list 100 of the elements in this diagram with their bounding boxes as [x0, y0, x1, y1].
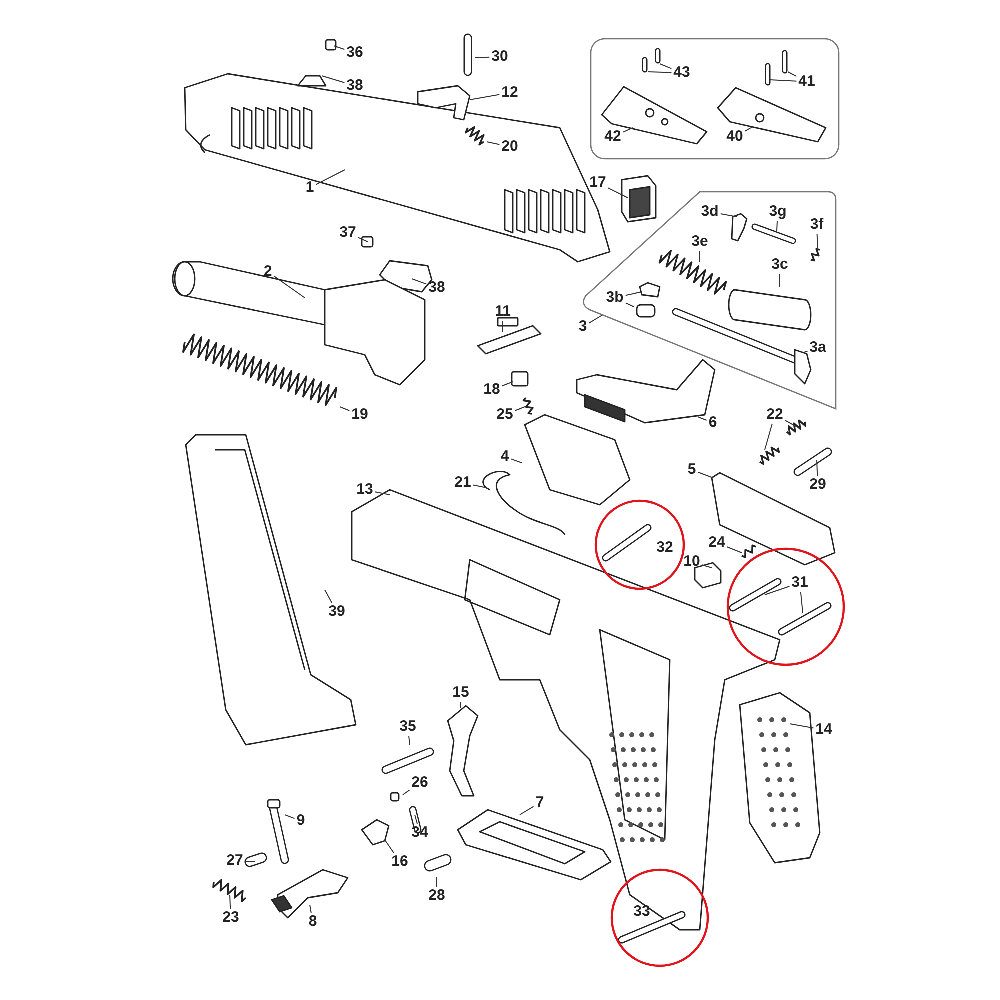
leader-line [470, 94, 500, 100]
callout-number: 3e [692, 234, 708, 250]
callout-number: 3 [578, 319, 588, 335]
leader-line [502, 320, 504, 332]
leader-line [720, 214, 738, 218]
callout-number: 1 [306, 180, 314, 196]
callout-number: 28 [428, 888, 446, 904]
leader-line [770, 80, 798, 82]
callout-number: 19 [352, 407, 368, 423]
leader-line [816, 234, 818, 252]
leader-line [460, 702, 462, 708]
leader-line [510, 458, 522, 464]
callout-number: 3d [701, 204, 719, 220]
leader-line [764, 424, 773, 450]
callout-number: 7 [536, 795, 544, 811]
callout-number: 20 [502, 139, 518, 155]
leader-line [800, 592, 804, 614]
leader-line [474, 56, 490, 58]
leader-line [622, 128, 634, 133]
leader-line [698, 472, 714, 478]
callout-number: 29 [810, 477, 826, 493]
leader-line [472, 484, 488, 488]
leader-line [284, 814, 296, 820]
leader-line [514, 406, 526, 412]
leader-line [660, 64, 672, 70]
leader-line [334, 46, 346, 50]
leader-line [816, 460, 818, 476]
callout-number: 16 [392, 854, 408, 870]
leader-line [412, 278, 428, 285]
callout-number: 6 [708, 415, 718, 431]
callout-number: 25 [496, 407, 514, 423]
leader-line [502, 382, 514, 387]
callout-number: 42 [604, 129, 622, 145]
callout-number: 40 [726, 129, 744, 145]
callout-number: 5 [688, 462, 696, 478]
leader-line [790, 724, 814, 729]
callout-number: 3f [810, 217, 824, 233]
leader-line [788, 72, 798, 78]
leader-line [608, 188, 628, 198]
callout-number: 2 [264, 264, 272, 280]
callout-number: 36 [346, 45, 364, 61]
callout-number: 37 [340, 225, 356, 241]
leader-line [384, 840, 394, 854]
callout-number: 38 [428, 280, 446, 296]
callout-number: 4 [500, 449, 510, 465]
leader-line [244, 861, 256, 862]
callout-number: 43 [674, 65, 690, 81]
callout-number: 26 [412, 775, 428, 791]
leader-line [274, 276, 306, 298]
leader-line [776, 220, 778, 232]
leader-line [436, 876, 438, 888]
leader-line [698, 416, 708, 421]
callout-number: 39 [328, 604, 346, 620]
leader-line [588, 314, 604, 324]
callout-number: 13 [356, 482, 374, 498]
callout-number: 38 [346, 78, 364, 94]
callout-number: 15 [452, 685, 470, 701]
leader-line [310, 904, 312, 914]
callout-number: 3g [769, 204, 787, 220]
leader-line [340, 406, 350, 412]
leader-line [702, 564, 712, 568]
leader-line [648, 72, 672, 74]
leader-line [784, 420, 798, 428]
callout-number: 21 [454, 475, 472, 491]
leader-line [374, 492, 390, 496]
callout-number: 31 [792, 575, 808, 591]
callout-number: 11 [495, 304, 511, 320]
leader-line [316, 170, 346, 186]
callout-number: 3a [810, 340, 826, 356]
callout-number: 18 [484, 382, 500, 398]
leader-line [324, 590, 333, 604]
leader-line [230, 894, 232, 910]
leader-line [402, 790, 410, 796]
leader-line [744, 126, 754, 132]
leader-line [625, 302, 634, 308]
callout-number: 12 [502, 85, 518, 101]
leader-line [486, 142, 500, 146]
callout-number: 3c [772, 257, 788, 273]
callout-number: 9 [296, 813, 306, 829]
leader-line [764, 586, 790, 596]
callout-number: 23 [222, 910, 240, 926]
callout-number: 41 [798, 74, 816, 90]
callout-number: 27 [226, 853, 244, 869]
callout-number: 32 [656, 540, 674, 556]
callout-number: 17 [590, 175, 606, 191]
leader-line [408, 736, 410, 746]
leader-line [358, 237, 368, 242]
callout-number: 3b [606, 290, 624, 306]
callout-number: 35 [400, 719, 416, 735]
leader-line [726, 546, 742, 554]
callout-number: 10 [684, 554, 700, 570]
callout-number: 30 [492, 49, 508, 65]
leader-line [322, 76, 346, 84]
leader-line [414, 814, 418, 824]
leader-line [625, 292, 642, 296]
callout-number: 8 [308, 914, 318, 930]
callout-number: 22 [766, 407, 784, 423]
leader-line [802, 350, 808, 354]
leader-line [520, 806, 534, 816]
callout-number: 24 [708, 535, 726, 551]
